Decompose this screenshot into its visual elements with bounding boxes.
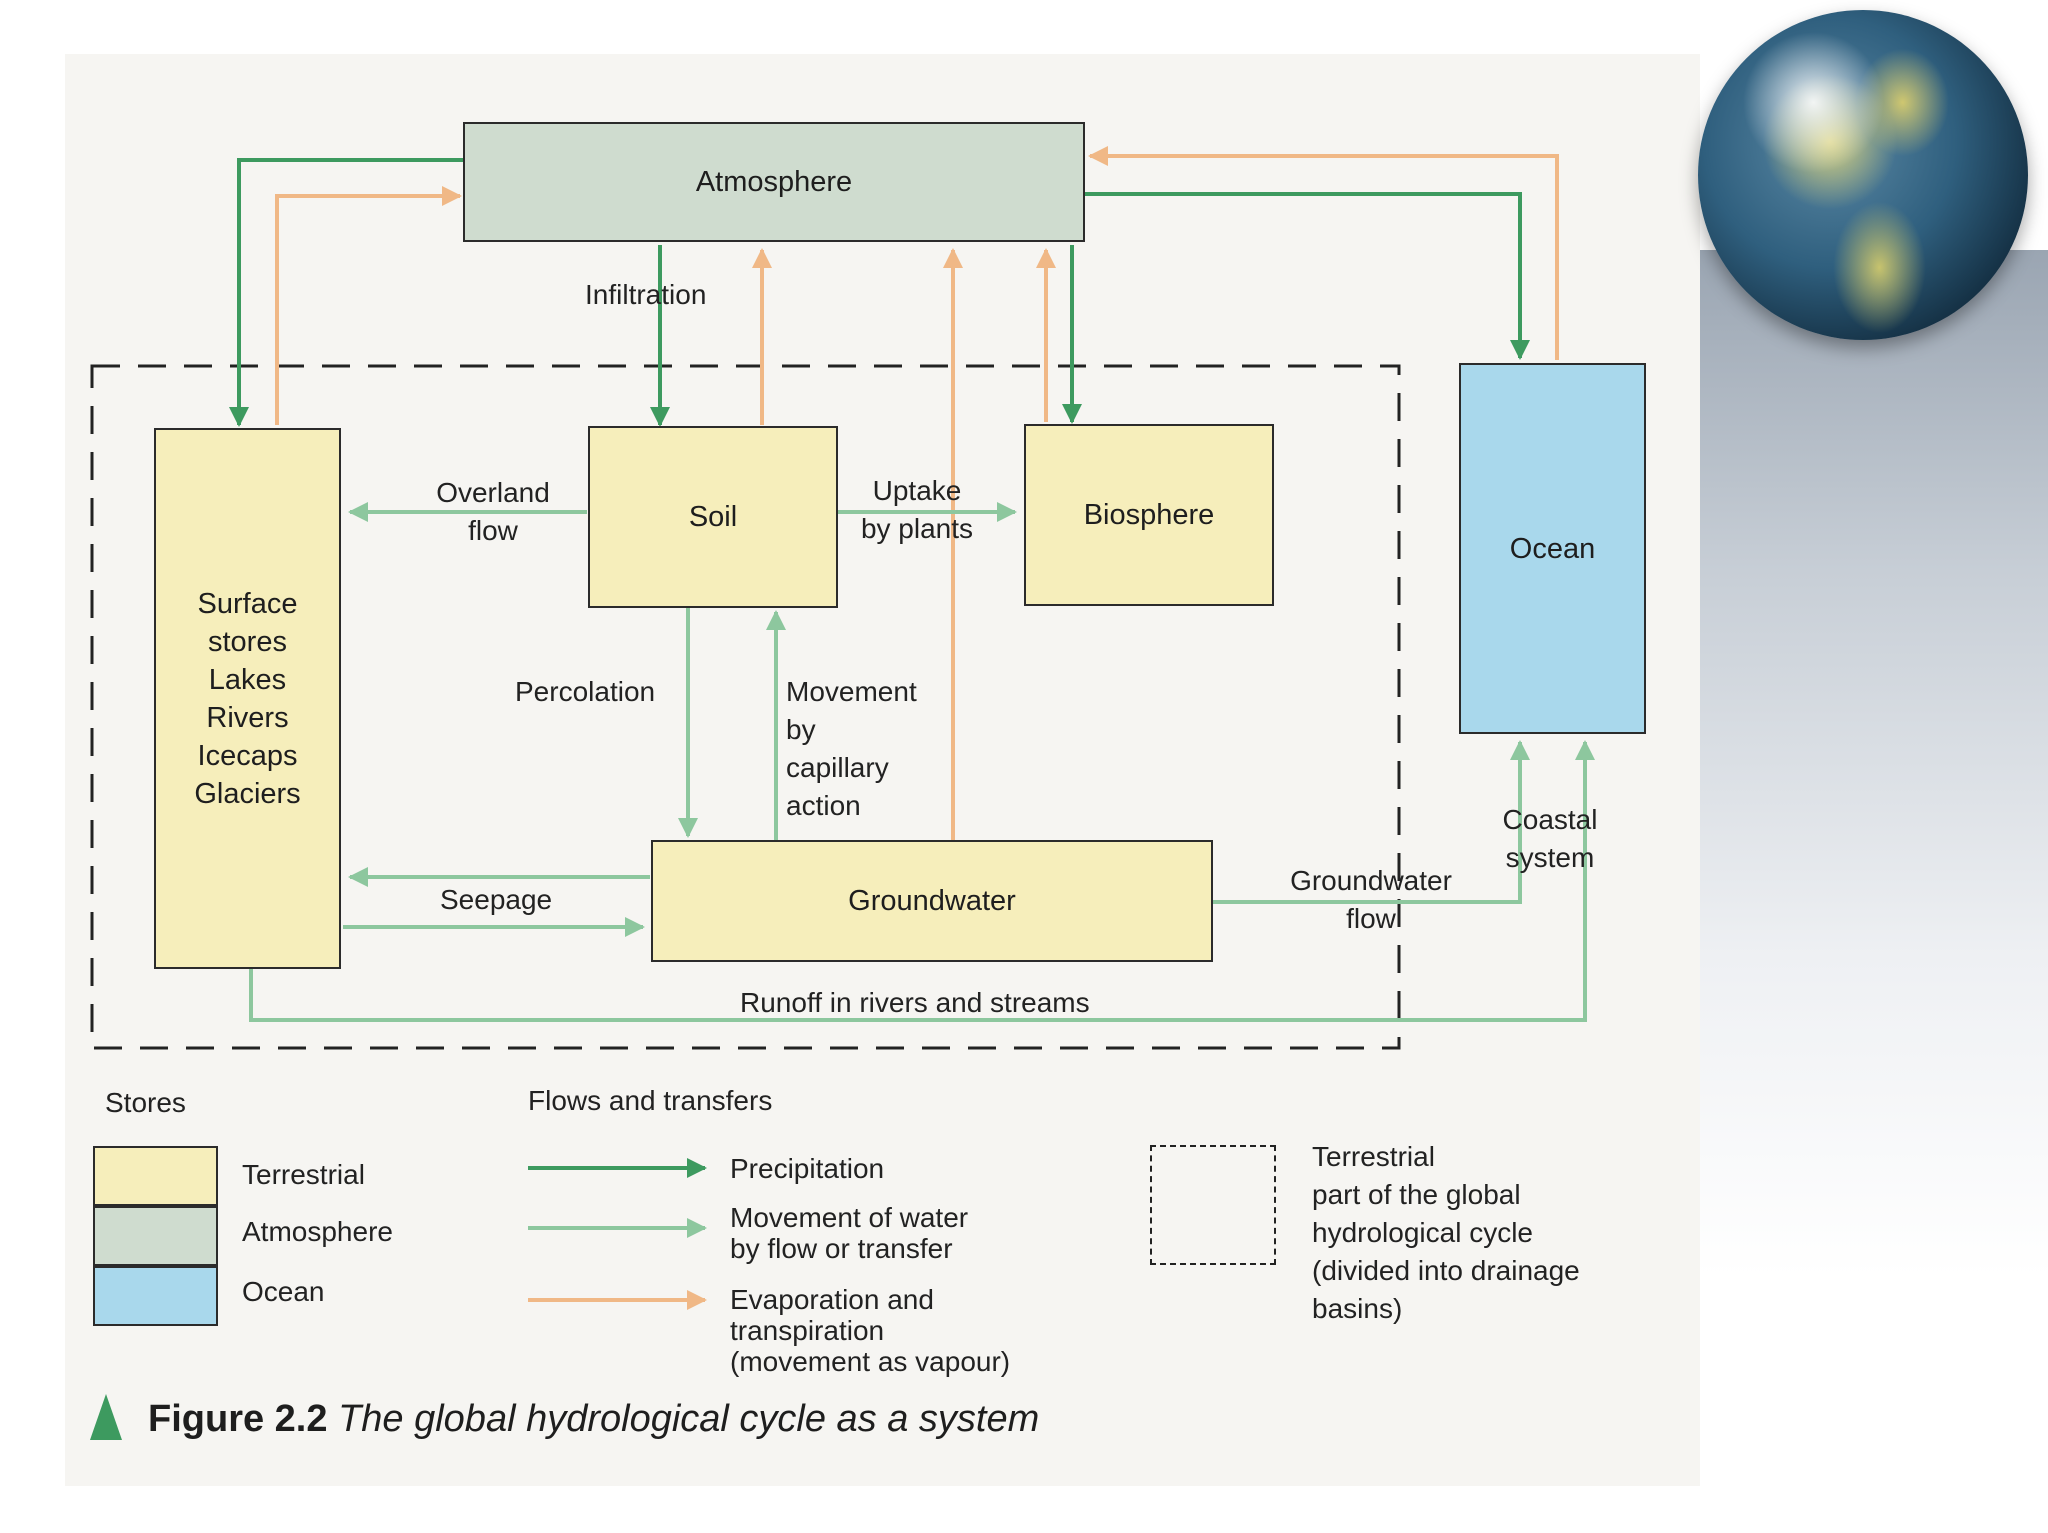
ocean-box: Ocean bbox=[1459, 363, 1646, 734]
groundwater-box: Groundwater bbox=[651, 840, 1213, 962]
percolation-label: Percolation bbox=[515, 676, 656, 707]
capillary-label: Movement by capillary action bbox=[786, 676, 917, 821]
legend-terrestrial-swatch bbox=[93, 1146, 218, 1206]
legend-stores-title: Stores bbox=[105, 1087, 186, 1118]
legend-ocean-label: Ocean bbox=[242, 1276, 325, 1307]
precip-atm-to-ocean bbox=[1085, 192, 1530, 360]
terrestrial-boundary bbox=[90, 364, 1401, 1050]
surface-line: stores bbox=[208, 625, 287, 658]
caption-text: The global hydrological cycle as a syste… bbox=[338, 1398, 1040, 1440]
surface-line: Lakes bbox=[208, 663, 287, 696]
legend-terrestrial-part-label: Terrestrial part of the global hydrologi… bbox=[1312, 1141, 1580, 1324]
seepage-label: Seepage bbox=[440, 884, 553, 915]
soil-label: Soil bbox=[688, 501, 738, 533]
ocean-label: Ocean bbox=[1509, 532, 1596, 565]
legend-atmosphere-swatch bbox=[93, 1206, 218, 1266]
biosphere-box: Biosphere bbox=[1024, 424, 1274, 606]
flow-groundwater bbox=[1213, 740, 1530, 904]
surface-line: Rivers bbox=[206, 701, 289, 734]
legend-terrestrial-dashed-box bbox=[1150, 1145, 1276, 1265]
evap-surface-to-atm bbox=[275, 186, 462, 425]
caption-triangle-icon bbox=[90, 1394, 122, 1440]
legend-flows-title: Flows and transfers bbox=[528, 1085, 773, 1116]
background-shade bbox=[1695, 250, 2048, 1533]
globe-icon bbox=[1698, 10, 2028, 340]
infiltration-label: Infiltration bbox=[585, 279, 707, 310]
runoff-label: Runoff in rivers and streams bbox=[740, 987, 1090, 1018]
evap-ocean-to-atm bbox=[1088, 146, 1559, 360]
atmosphere-box: Atmosphere bbox=[463, 122, 1085, 242]
surface-stores-box: Surface stores Lakes Rivers Icecaps Glac… bbox=[154, 428, 341, 969]
biosphere-label: Biosphere bbox=[1083, 499, 1215, 531]
surface-line: Glaciers bbox=[194, 777, 301, 810]
precip-atm-to-surface bbox=[229, 158, 463, 427]
surface-line: Surface bbox=[197, 587, 298, 620]
legend-terrestrial-label: Terrestrial bbox=[242, 1159, 365, 1190]
legend-precipitation-label: Precipitation bbox=[730, 1153, 885, 1184]
caption-label: Figure 2.2 bbox=[148, 1398, 328, 1440]
soil-box: Soil bbox=[588, 426, 838, 608]
figure-caption: Figure 2.2 The global hydrological cycle… bbox=[148, 1398, 1039, 1441]
legend-ocean-swatch bbox=[93, 1266, 218, 1326]
legend-evaporation-label: Evaporation and transpiration (movement … bbox=[730, 1284, 1011, 1377]
groundwater-label: Groundwater bbox=[848, 885, 1016, 917]
flow-runoff bbox=[249, 740, 1595, 1022]
atmosphere-label: Atmosphere bbox=[695, 166, 853, 198]
legend-atmosphere-label: Atmosphere bbox=[242, 1216, 393, 1247]
surface-line: Icecaps bbox=[197, 739, 298, 772]
